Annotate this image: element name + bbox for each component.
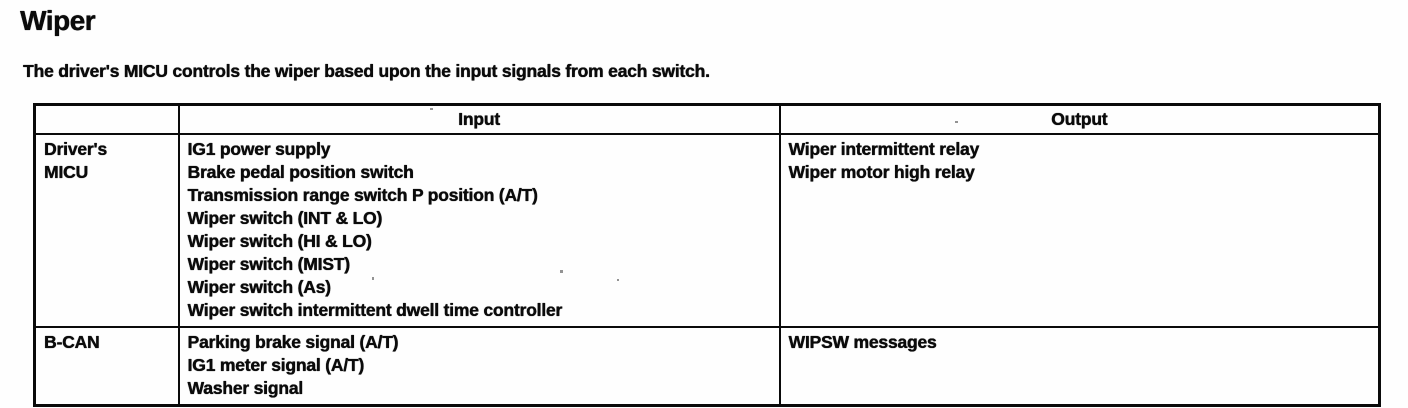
input-item: Parking brake signal (A/T) (187, 332, 399, 352)
table-row-b-can: B-CAN Parking brake signal (A/T) IG1 met… (33, 326, 1381, 407)
header-cell-output: Output (778, 103, 1381, 135)
input-item: Washer signal (187, 378, 304, 398)
output-cell: WIPSW messages (778, 326, 1381, 407)
input-cell: IG1 power supply Brake pedal position sw… (177, 133, 781, 328)
input-item: Wiper switch (As) (187, 277, 331, 297)
input-item: IG1 meter signal (A/T) (187, 355, 365, 375)
input-item: Wiper switch (INT & LO) (187, 208, 383, 228)
scan-artifact (430, 108, 433, 110)
input-item: Transmission range switch P position (A/… (187, 185, 538, 205)
output-item: Wiper motor high relay (788, 162, 975, 182)
input-item: Wiper switch intermittent dwell time con… (187, 300, 563, 320)
input-item: Wiper switch (HI & LO) (187, 231, 372, 251)
input-item: IG1 power supply (187, 139, 331, 159)
input-cell: Parking brake signal (A/T) IG1 meter sig… (177, 326, 781, 407)
intro-text: The driver's MICU controls the wiper bas… (23, 61, 710, 81)
scan-artifact (617, 279, 619, 281)
table-header-row: Input Output (33, 103, 1381, 135)
input-item: Brake pedal position switch (187, 162, 414, 182)
wiper-io-table: Input Output Driver's MICU IG1 power sup… (33, 103, 1381, 407)
output-item: WIPSW messages (788, 332, 937, 352)
output-cell: Wiper intermittent relay Wiper motor hig… (778, 133, 1381, 328)
table-row-drivers-micu: Driver's MICU IG1 power supply Brake ped… (33, 133, 1381, 328)
source-label: B-CAN (44, 332, 100, 352)
scan-artifact (955, 121, 958, 123)
scan-artifact (372, 277, 374, 280)
scan-artifact (560, 270, 563, 273)
output-item: Wiper intermittent relay (788, 139, 980, 159)
source-label: MICU (44, 162, 88, 182)
source-cell: Driver's MICU (33, 133, 180, 328)
source-cell: B-CAN (33, 326, 180, 407)
source-label: Driver's (44, 139, 107, 159)
header-cell-source (33, 103, 180, 135)
page-title: Wiper (20, 5, 96, 36)
input-item: Wiper switch (MIST) (187, 254, 350, 274)
header-cell-input: Input (177, 103, 781, 135)
